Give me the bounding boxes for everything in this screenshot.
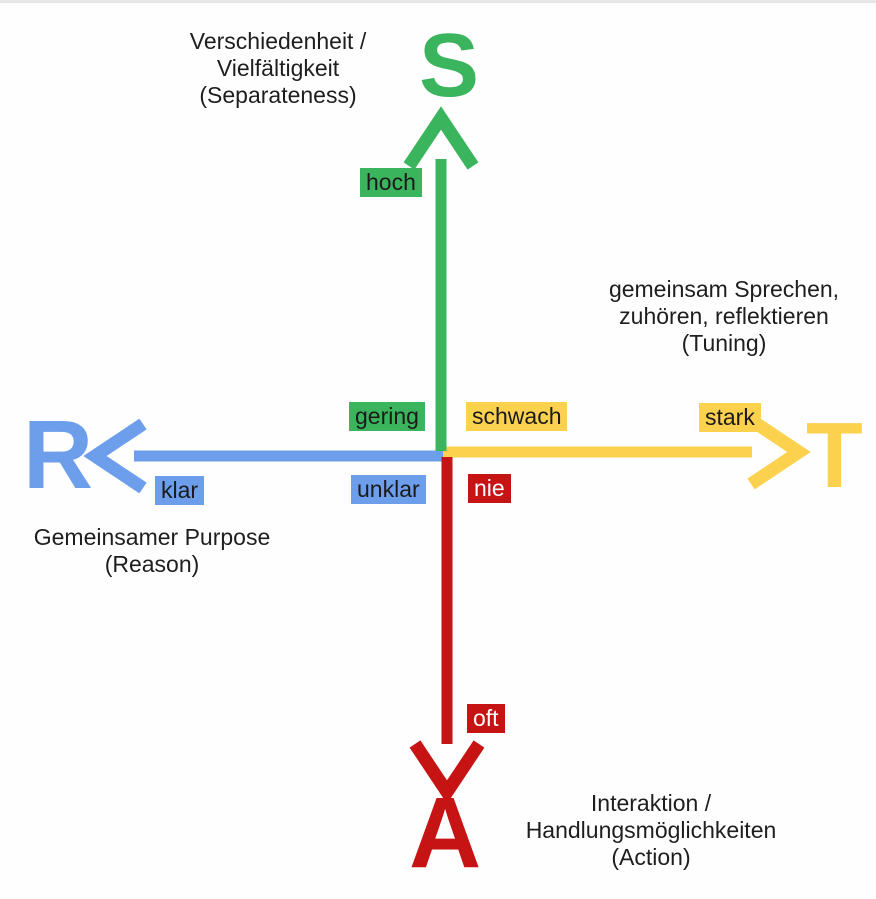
- axis-title-tuning: gemeinsam Sprechen, zuhören, reflektiere…: [574, 276, 874, 357]
- axis-title-reason: Gemeinsamer Purpose (Reason): [2, 524, 302, 578]
- axis-title-separateness-line2: Vielfältigkeit: [216, 55, 340, 81]
- scale-label-hoch: hoch: [360, 168, 422, 197]
- scale-label-nie: nie: [468, 474, 511, 503]
- axis-arrow-action: [409, 457, 485, 804]
- axis-title-action: Interaktion / Handlungsmöglichkeiten (Ac…: [501, 790, 801, 871]
- action-arrow-head: [409, 740, 485, 804]
- axis-letter-a: A: [409, 777, 482, 889]
- axis-title-tuning-line3: (Tuning): [681, 330, 767, 356]
- separateness-arrow-head: [403, 106, 479, 170]
- axis-title-reason-line1: Gemeinsamer Purpose: [33, 524, 271, 550]
- scale-label-klar: klar: [155, 476, 205, 505]
- axis-arrow-separateness: [403, 106, 479, 451]
- top-edge-divider: [0, 0, 876, 3]
- scale-label-stark: stark: [699, 403, 761, 432]
- scale-label-oft: oft: [467, 704, 505, 733]
- axis-title-tuning-line2: zuhören, reflektieren: [619, 303, 829, 329]
- axis-title-action-line1: Interaktion /: [590, 790, 712, 816]
- axis-letter-r: R: [23, 400, 94, 509]
- axis-title-separateness-line1: Verschiedenheit /: [189, 28, 367, 54]
- axis-arrow-reason: [83, 418, 446, 494]
- scale-label-gering: gering: [349, 402, 425, 431]
- axis-title-tuning-line1: gemeinsam Sprechen,: [608, 276, 840, 302]
- axis-title-action-line3: (Action): [611, 844, 691, 870]
- axis-letter-t: T: [806, 403, 863, 507]
- axis-title-separateness: Verschiedenheit / Vielfältigkeit (Separa…: [128, 28, 428, 109]
- axis-title-reason-line2: (Reason): [104, 551, 200, 577]
- scale-label-unklar: unklar: [351, 475, 426, 504]
- tuning-arrow-head: [747, 414, 811, 490]
- axis-letter-s: S: [419, 16, 480, 116]
- scale-label-schwach: schwach: [466, 402, 568, 431]
- axis-title-action-line2: Handlungsmöglichkeiten: [525, 817, 777, 843]
- axis-title-separateness-line3: (Separateness): [199, 82, 357, 108]
- axis-arrow-tuning: [443, 414, 811, 490]
- reason-arrow-head: [83, 418, 147, 494]
